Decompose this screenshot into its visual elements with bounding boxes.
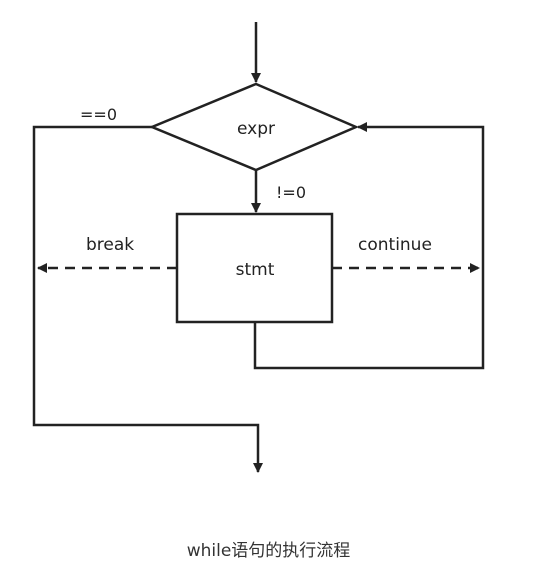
false-edge-label: ==0 [80,105,117,124]
statement-label: stmt [236,260,275,280]
false-edge-path [32,125,263,473]
condition-label: expr [237,119,275,139]
true-edge-label: !=0 [276,183,306,202]
diagram-caption: while语句的执行流程 [186,541,351,561]
statement-box [175,212,334,324]
break-label: break [86,235,134,255]
loop-back-path [253,122,485,370]
continue-label: continue [358,235,432,255]
